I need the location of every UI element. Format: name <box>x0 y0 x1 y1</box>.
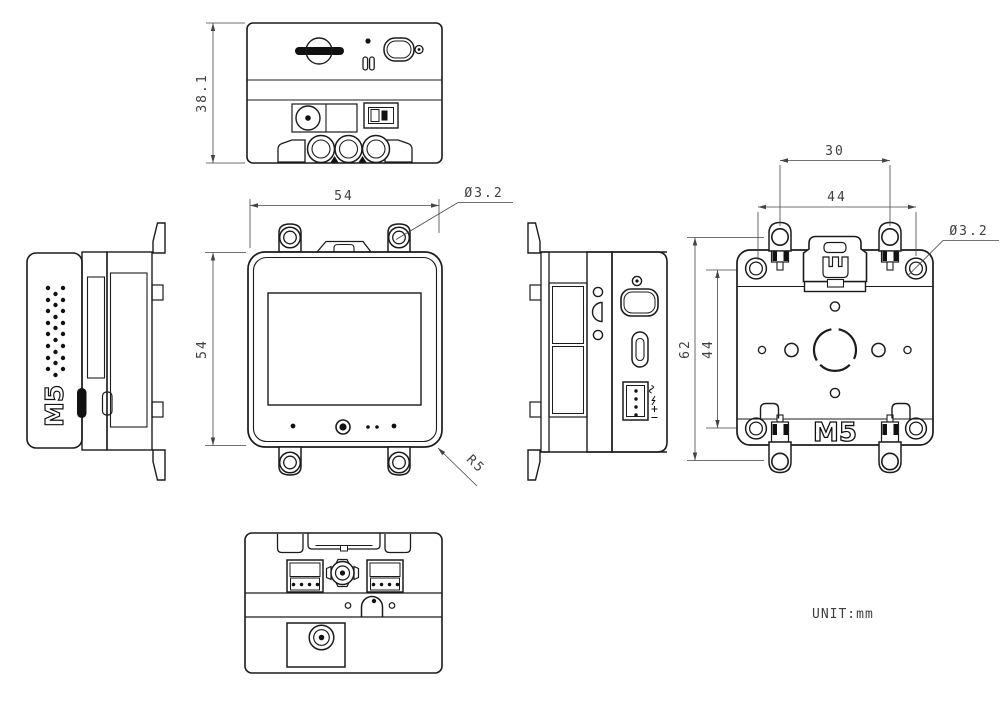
back-holes <box>757 301 912 399</box>
dim-label-62: 62 <box>678 339 693 359</box>
lens-mount <box>325 558 360 588</box>
terminal-connectors <box>277 134 413 164</box>
din-hook-bottom <box>527 449 541 481</box>
vent-holes <box>45 285 66 378</box>
dim-label-front-hole: Ø3.2 <box>464 186 503 201</box>
callout-corner-radius: R5 <box>437 447 488 487</box>
front-top-clip-bump <box>315 240 373 253</box>
bottom-notches <box>759 402 911 419</box>
jack-and-slot-block <box>291 103 358 133</box>
power-button-side <box>620 288 659 317</box>
dim-label-44-h: 44 <box>827 190 847 205</box>
callout-front-hole: Ø3.2 <box>395 186 513 240</box>
din-hook-top <box>152 222 166 254</box>
dim-label-44-v: 44 <box>701 339 716 359</box>
bottom-top-notches <box>276 533 412 554</box>
corner-screw-holes <box>744 257 928 440</box>
grove-port-b <box>366 559 404 593</box>
dim-label-front-width: 54 <box>334 189 354 204</box>
right-body <box>611 251 668 453</box>
mid-band-features <box>344 595 396 617</box>
din-clip <box>802 235 868 293</box>
reset-led <box>631 275 643 287</box>
din-hook-top <box>527 222 541 254</box>
front-top-mount-tabs <box>278 223 411 253</box>
dim-top-height: 38.1 <box>195 22 245 164</box>
back-view: M5 30 44 Ø3.2 <box>736 144 999 474</box>
din-hook-bottom <box>152 449 166 481</box>
dim-front-width: 54 <box>249 189 440 248</box>
right-side-view: 62 44 <box>527 222 764 481</box>
bottom-view <box>244 532 443 674</box>
dim-back-overall-height: 62 <box>678 237 764 461</box>
back-bottom-tabs <box>768 414 902 474</box>
front-body <box>247 251 443 448</box>
dim-label-front-height: 54 <box>195 339 210 359</box>
switch-block <box>363 102 399 129</box>
screen <box>267 292 422 406</box>
front-bottom-controls <box>290 419 397 435</box>
dim-din-tab-spacing: 30 <box>779 144 891 226</box>
side-latch-bump <box>591 301 603 323</box>
grove-pin-icons <box>649 385 658 418</box>
dim-front-height: 54 <box>195 252 246 446</box>
barrel-jack <box>286 622 346 668</box>
front-view: 54 54 Ø3.2 R5 <box>195 186 513 487</box>
din-backplate <box>548 282 588 418</box>
left-side-view: M5 <box>26 222 166 481</box>
unit-note: UNIT:mm <box>812 607 874 622</box>
power-button-top <box>383 37 424 62</box>
top-view: 38.1 <box>195 22 443 164</box>
dim-label-corner-radius: R5 <box>463 452 488 476</box>
dim-label-30: 30 <box>825 144 845 159</box>
led-dot <box>365 38 371 44</box>
callout-back-hole: Ø3.2 <box>907 224 999 276</box>
usb-c-port <box>631 331 649 368</box>
dim-label-back-hole: Ø3.2 <box>949 224 988 239</box>
home-button <box>335 419 351 435</box>
grove-port-side <box>622 381 649 421</box>
speaker-ring <box>812 328 858 372</box>
back-top-tabs <box>768 221 902 271</box>
side-button-bump <box>77 388 87 418</box>
grove-port-a <box>286 559 324 593</box>
sd-slot <box>295 37 344 65</box>
bottom-body <box>244 532 443 674</box>
m5-logo-back: M5 <box>813 418 857 448</box>
dim-back-screw-spacing-h: 44 <box>757 190 917 260</box>
dim-label-38-1: 38.1 <box>195 73 210 112</box>
mic-holes <box>362 56 375 71</box>
front-bottom-mount-tabs <box>278 446 411 476</box>
m5-logo-side: M5 <box>40 385 69 427</box>
